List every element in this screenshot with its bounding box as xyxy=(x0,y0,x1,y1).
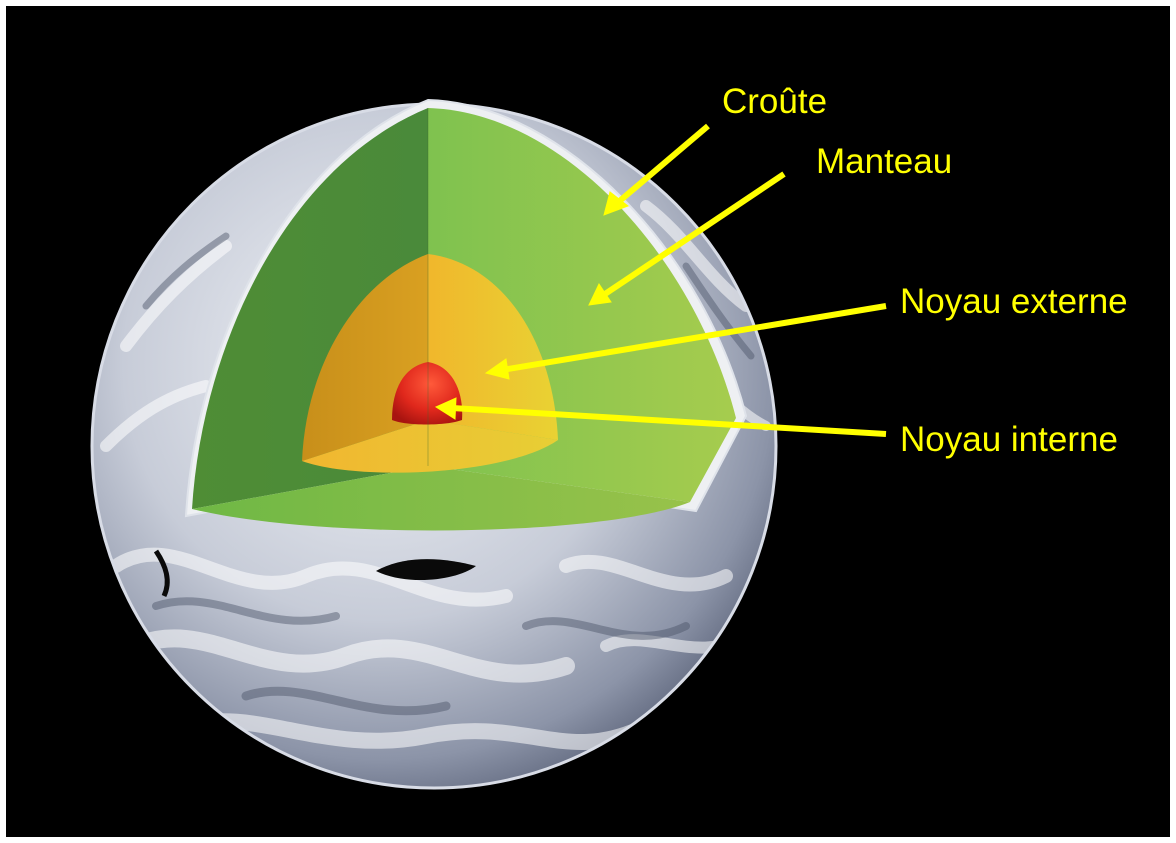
diagram-canvas: Croûte Manteau Noyau externe Noyau inter… xyxy=(6,6,1170,837)
label-mantle: Manteau xyxy=(816,142,952,182)
label-outer-core: Noyau externe xyxy=(900,282,1128,322)
label-inner-core: Noyau interne xyxy=(900,420,1118,460)
label-crust: Croûte xyxy=(722,82,827,122)
